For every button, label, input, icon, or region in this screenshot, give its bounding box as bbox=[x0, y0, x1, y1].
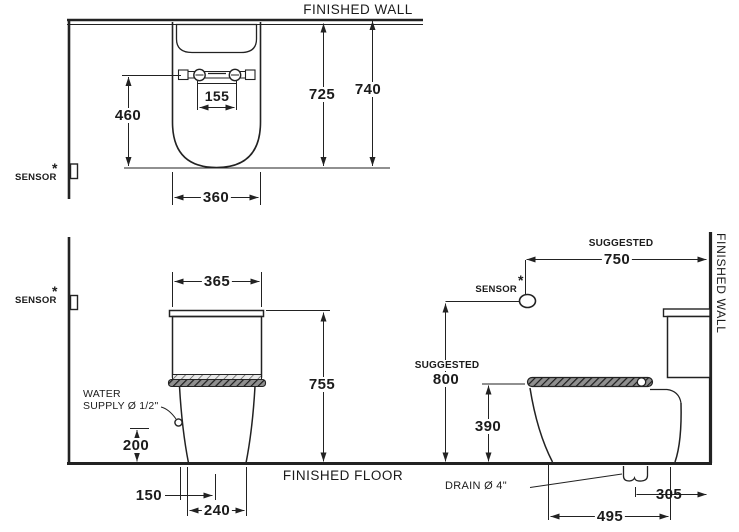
dim-155-value: 155 bbox=[204, 88, 230, 104]
water-supply-stub bbox=[174, 418, 183, 427]
dim-390-value: 390 bbox=[472, 418, 504, 435]
dim-155-extensions bbox=[197, 81, 237, 110]
body-front-profile bbox=[529, 387, 554, 463]
suggested-label-800: SUGGESTED bbox=[412, 360, 482, 371]
sensor-box-top-view bbox=[69, 163, 79, 180]
hinge-tab-right bbox=[244, 69, 256, 81]
seat-edge-front bbox=[172, 374, 262, 380]
dim-240-extensions bbox=[187, 467, 247, 516]
dim-360-value: 360 bbox=[200, 189, 232, 206]
sensor-asterisk-side-view: * bbox=[518, 272, 524, 288]
tank-lid-side bbox=[662, 308, 711, 318]
water-supply-leader bbox=[160, 406, 177, 420]
front-view-linework bbox=[67, 237, 712, 516]
dim-360-extensions bbox=[172, 172, 261, 205]
tank-side bbox=[666, 315, 711, 379]
hinge-bar-lines bbox=[181, 71, 253, 79]
sensor-label-top-view: SENSOR bbox=[15, 172, 57, 183]
side-view-linework bbox=[442, 232, 713, 520]
drain-stub bbox=[622, 466, 649, 482]
sensor-asterisk-front-view: * bbox=[52, 283, 58, 299]
dim-365-value: 365 bbox=[201, 273, 233, 290]
sensor-circle-side bbox=[518, 293, 537, 309]
dim-200-value: 200 bbox=[120, 437, 152, 454]
tank-lid-plan-outline bbox=[175, 23, 258, 54]
drain-label: DRAIN Ø 4" bbox=[445, 480, 507, 492]
drain-leader bbox=[529, 473, 623, 488]
water-supply-label-line1: WATER bbox=[83, 388, 121, 400]
hinge-tab-left bbox=[177, 69, 189, 81]
sensor-label-side-view: SENSOR bbox=[475, 284, 517, 295]
pedestal-sides bbox=[178, 386, 256, 464]
seat-bumper bbox=[636, 377, 647, 387]
sensor-label-front-view: SENSOR bbox=[15, 295, 57, 306]
dim-150-value: 150 bbox=[135, 487, 162, 504]
seat-side bbox=[526, 376, 654, 388]
dim-240-value: 240 bbox=[201, 502, 233, 519]
dim-740-value: 740 bbox=[352, 81, 384, 98]
dim-755-value: 755 bbox=[306, 376, 338, 393]
dim-495-value: 495 bbox=[594, 508, 626, 525]
dim-495-extensions bbox=[548, 464, 671, 520]
sensor-box-front-view bbox=[69, 294, 79, 311]
finished-floor-label: FINISHED FLOOR bbox=[282, 468, 404, 483]
finished-wall-side-label: FINISHED WALL bbox=[714, 233, 728, 334]
top-view-linework bbox=[67, 18, 423, 205]
dim-725-value: 725 bbox=[306, 86, 338, 103]
dim-150-extensions bbox=[180, 467, 216, 500]
suggested-label-750: SUGGESTED bbox=[588, 238, 654, 249]
seat-band-front bbox=[167, 378, 267, 388]
dim-750-value: 750 bbox=[601, 251, 633, 268]
dim-365-extensions bbox=[172, 272, 262, 307]
seat-hinge-step bbox=[650, 388, 682, 404]
tank-lid-front bbox=[168, 309, 265, 318]
sensor-asterisk-top-view: * bbox=[52, 160, 58, 176]
water-supply-label-line2: SUPPLY Ø 1/2" bbox=[83, 400, 159, 412]
dim-800-value: 800 bbox=[430, 371, 462, 388]
dim-460-value: 460 bbox=[112, 107, 144, 124]
finished-wall-top-label: FINISHED WALL bbox=[303, 2, 413, 17]
tank-front bbox=[171, 315, 263, 378]
dim-305-value: 305 bbox=[655, 486, 683, 503]
body-back-profile bbox=[674, 402, 682, 463]
